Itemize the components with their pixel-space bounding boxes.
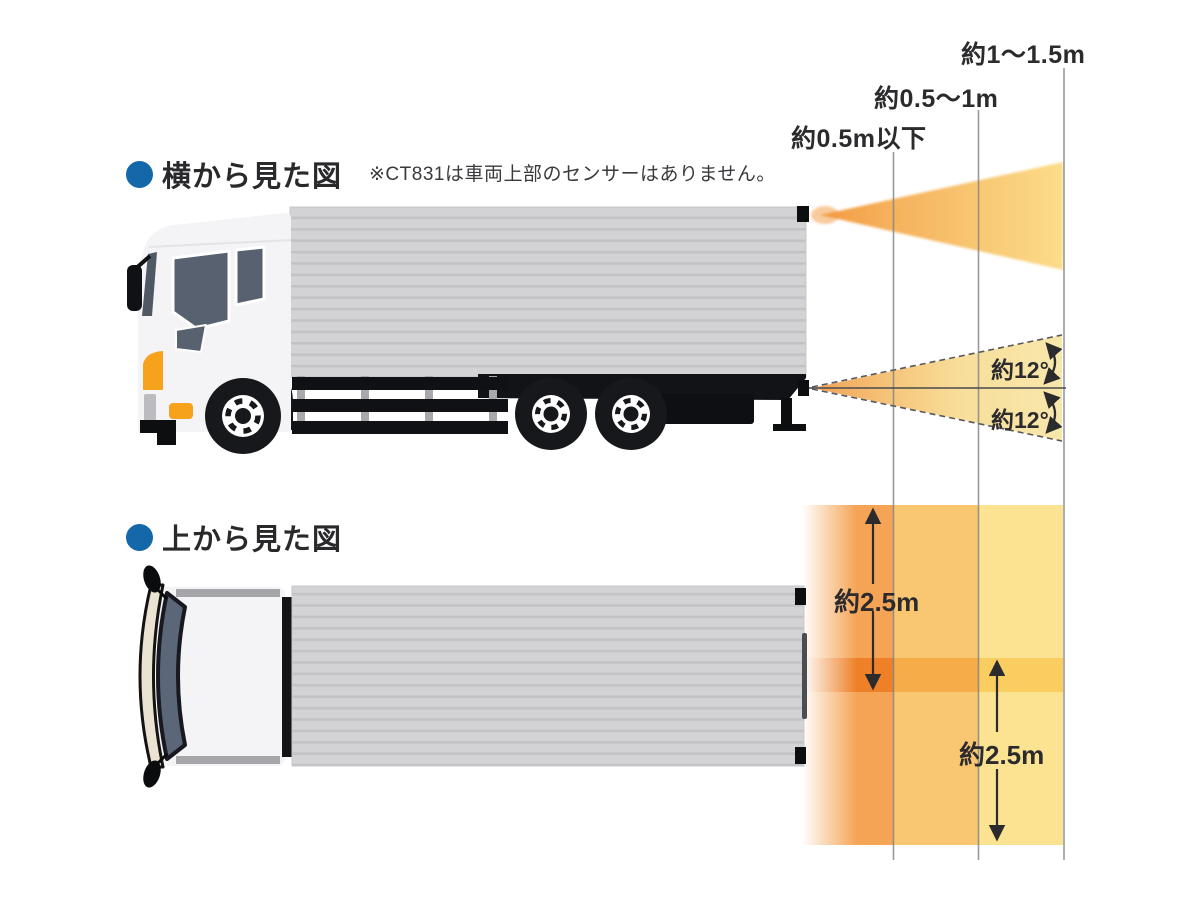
zone-length-label: 約2.5m bbox=[959, 740, 1045, 770]
door-lower-window bbox=[175, 324, 207, 353]
distance-label-1-1.5m: 約1〜1.5m bbox=[961, 41, 1086, 69]
mirror-icon bbox=[127, 265, 142, 311]
windshield bbox=[142, 252, 157, 316]
top-view-heading-label: 上から見た図 bbox=[162, 524, 343, 556]
front-step bbox=[140, 420, 176, 445]
front-wheel bbox=[205, 378, 281, 454]
mirrors-top bbox=[143, 565, 169, 788]
orange-marker-lamp bbox=[169, 403, 193, 419]
measure-arrows bbox=[864, 342, 1063, 842]
upper-rear-sensor bbox=[797, 206, 809, 222]
side-view-heading-label: 横から見た図 bbox=[162, 161, 343, 193]
rear-sensor-right bbox=[795, 747, 806, 764]
top-view-detection-zone bbox=[802, 505, 1063, 845]
rear-wheels bbox=[515, 378, 667, 450]
upper-sensor-beam bbox=[811, 162, 1063, 270]
cab-top bbox=[158, 587, 285, 766]
side-guard-rails bbox=[292, 376, 508, 434]
windshield-top bbox=[156, 591, 187, 761]
lower-angle-label: 約12° bbox=[991, 407, 1049, 433]
top-view-heading: 上から見た図 bbox=[126, 516, 342, 558]
side-window bbox=[171, 249, 231, 331]
zone-width-label: 約2.5m bbox=[834, 587, 920, 617]
ct831-note: ※CT831は車両上部のセンサーはありません。 bbox=[369, 164, 776, 185]
lower-rear-sensor bbox=[798, 380, 809, 396]
cargo-box-top bbox=[291, 585, 805, 767]
orange-corner-panel bbox=[143, 351, 163, 390]
distance-guide-lines bbox=[892, 68, 1065, 860]
top-view-truck bbox=[138, 565, 807, 788]
lower-sensor-cone-outline bbox=[809, 334, 1066, 442]
quarter-window bbox=[234, 245, 266, 307]
side-view-heading: 横から見た図 bbox=[126, 153, 342, 195]
bullet-icon bbox=[126, 523, 153, 551]
distance-label-under-0.5m: 約0.5m以下 bbox=[791, 125, 927, 153]
front-bumper-top bbox=[138, 583, 165, 769]
distance-label-0.5-1m: 約0.5〜1m bbox=[874, 85, 999, 113]
rear-sensor-left bbox=[795, 588, 806, 605]
upper-angle-label: 約12° bbox=[991, 357, 1049, 383]
bullet-icon bbox=[126, 160, 153, 188]
cargo-box-side bbox=[289, 206, 807, 378]
side-view-truck bbox=[127, 206, 809, 454]
